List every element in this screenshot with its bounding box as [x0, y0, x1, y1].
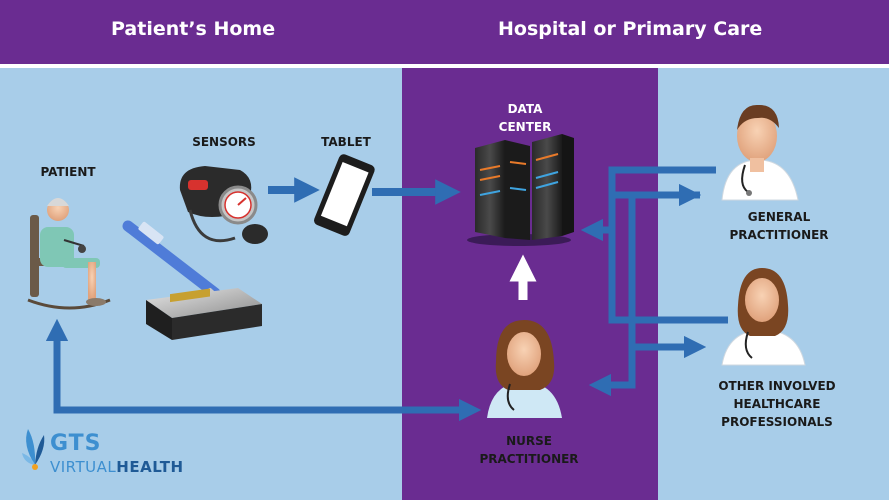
logo-brand: GTS	[50, 431, 102, 456]
data-center-servers	[467, 134, 574, 246]
label-other-professionals: OTHER INVOLVED HEALTHCARE PROFESSIONALS	[702, 377, 852, 431]
logo-health: HEALTH	[116, 458, 184, 476]
blood-pressure-monitor	[179, 166, 268, 244]
nurse-practitioner-avatar	[487, 320, 562, 418]
label-sensors: SENSORS	[192, 135, 256, 149]
patient-illustration	[27, 198, 111, 310]
label-general-practitioner: GENERAL PRACTITIONER	[714, 208, 844, 244]
label-nurse-line2: PRACTITIONER	[479, 452, 579, 466]
label-gp-line2: PRACTITIONER	[729, 228, 829, 242]
label-tablet: TABLET	[321, 135, 371, 149]
digital-scale	[146, 288, 262, 340]
label-nurse-practitioner: NURSE PRACTITIONER	[474, 432, 584, 468]
label-data-center-line2: CENTER	[498, 120, 552, 134]
patients-home-title: Patient’s Home	[111, 18, 276, 40]
tablet-device	[314, 154, 375, 236]
label-other-line1: OTHER INVOLVED	[718, 379, 836, 393]
header-bar	[0, 0, 889, 64]
logo-virtual: VIRTUAL	[50, 458, 117, 476]
butterfly-icon	[22, 429, 45, 470]
hospital-title: Hospital or Primary Care	[498, 18, 763, 40]
label-other-line2: HEALTHCARE	[733, 397, 821, 411]
other-professional-avatar	[721, 268, 806, 366]
arrow-nurse-patient-loop	[53, 340, 482, 422]
header-divider	[0, 64, 889, 68]
label-patient: PATIENT	[40, 165, 96, 179]
label-data-center-line1: DATA	[507, 102, 543, 116]
feedback-path-main	[608, 166, 728, 324]
gts-virtual-health-logo: GTS VIRTUALHEALTH	[20, 425, 190, 495]
label-data-center: DATA CENTER	[480, 100, 570, 136]
label-other-line3: PROFESSIONALS	[721, 415, 833, 429]
logo-tagline: VIRTUALHEALTH	[50, 458, 184, 476]
label-gp-line1: GENERAL	[747, 210, 811, 224]
label-nurse-line1: NURSE	[506, 434, 552, 448]
arrow-to-nurse	[588, 191, 700, 397]
general-practitioner-avatar	[721, 104, 799, 201]
